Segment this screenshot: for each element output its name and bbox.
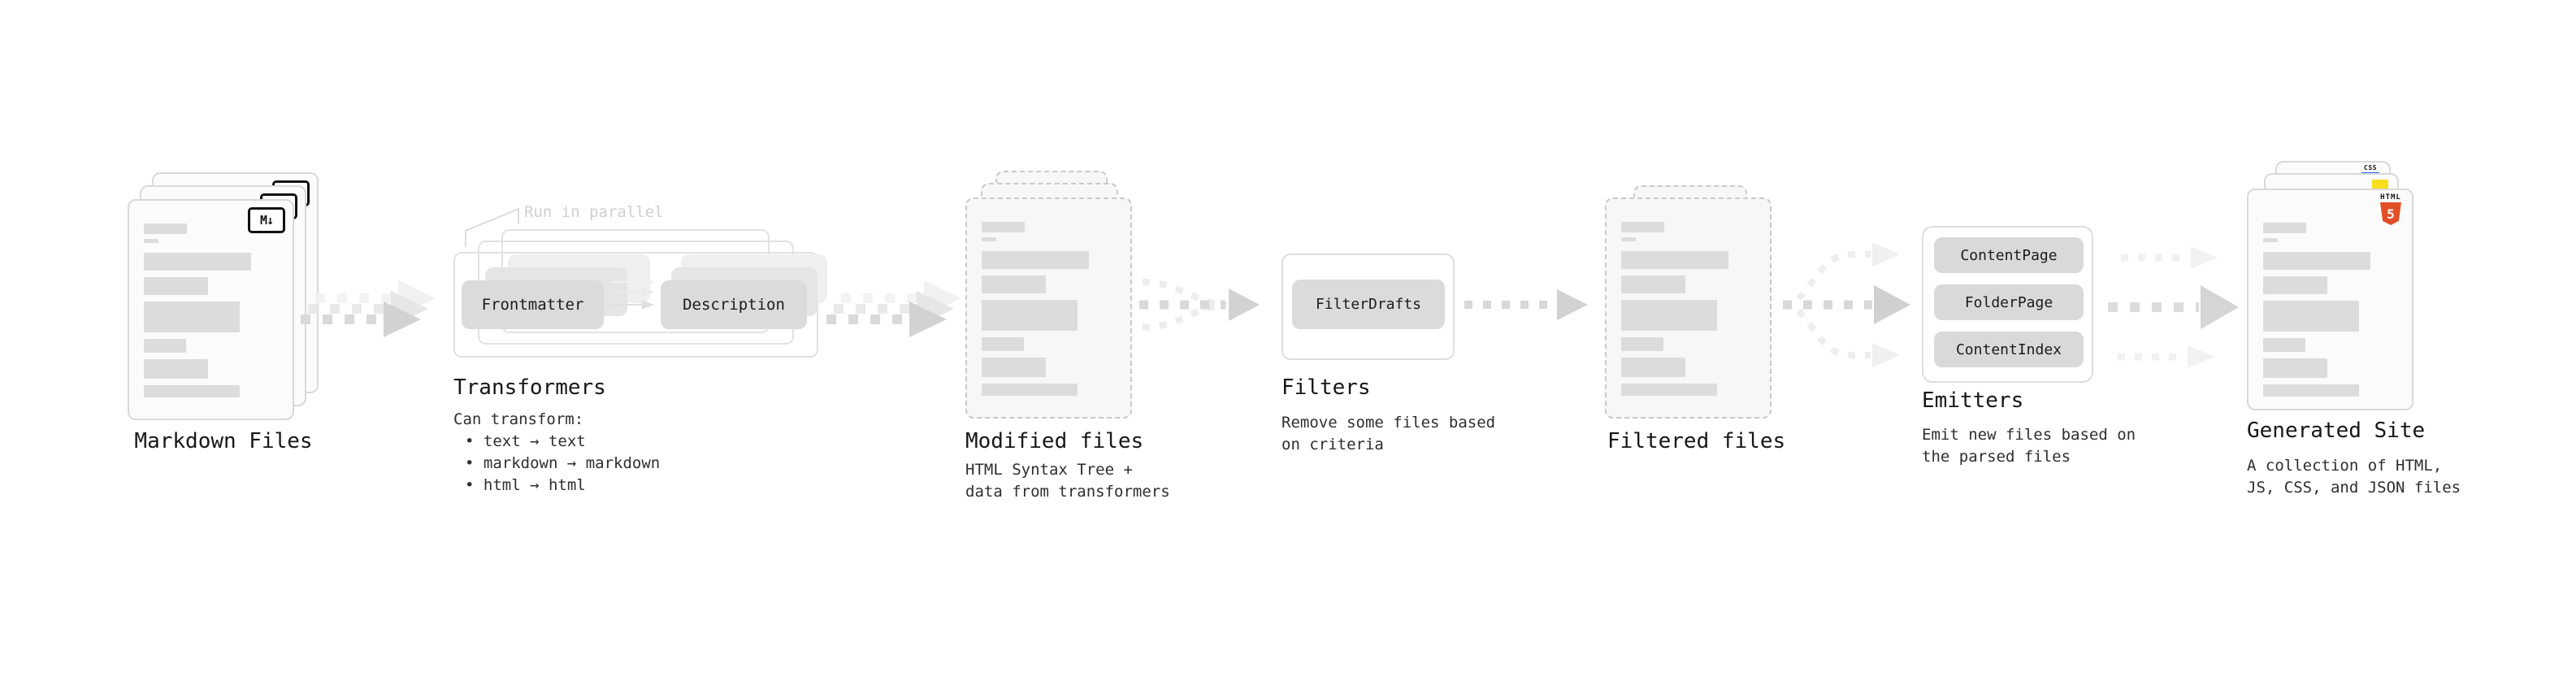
parallel-mini-arrows <box>611 277 655 310</box>
markdown-file-card-front: M↓ <box>128 199 294 420</box>
emitter-node-contentpage: ContentPage <box>1934 237 2084 273</box>
generated-site-desc-line2: JS, CSS, and JSON files <box>2247 479 2461 497</box>
arrow-markdown-to-transformers <box>301 280 436 337</box>
filtered-files-label: Filtered files <box>1607 429 1786 453</box>
transformer-node-description: Description <box>661 280 807 329</box>
emitter-node-folderpage: FolderPage <box>1934 284 2084 320</box>
emitters-label: Emitters <box>1922 388 2024 413</box>
modified-files-desc-line2: data from transformers <box>965 483 1170 501</box>
filters-label: Filters <box>1281 375 1371 400</box>
filter-node-filterdrafts: FilterDrafts <box>1292 280 1445 329</box>
arrow-transformers-to-modified <box>826 280 961 337</box>
document-text-skeleton <box>2263 223 2394 397</box>
filters-desc-line2: on criteria <box>1281 436 1384 453</box>
document-text-skeleton <box>144 223 275 397</box>
modified-files-label: Modified files <box>965 429 1144 453</box>
arrow-modified-to-filters <box>1139 279 1260 331</box>
generated-site-label: Generated Site <box>2247 419 2426 443</box>
generated-site-desc-line1: A collection of HTML, <box>2247 457 2443 475</box>
transformer-node-frontmatter: Frontmatter <box>462 280 604 329</box>
document-text-skeleton <box>982 222 1112 396</box>
transformers-desc-title: Can transform: <box>453 410 584 428</box>
arrow-filters-to-filtered <box>1464 289 1588 320</box>
js-icon <box>2372 180 2388 189</box>
modified-file-card-front <box>965 197 1132 419</box>
arrow-filtered-to-emitters <box>1782 242 1910 367</box>
site-file-card-html: HTML 5 <box>2247 189 2413 410</box>
run-in-parallel-note: Run in parallel <box>524 203 664 221</box>
transformers-bullet: • text → text <box>465 432 586 450</box>
emitters-desc-line2: the parsed files <box>1922 448 2071 466</box>
transformers-bullet: • html → html <box>465 476 586 494</box>
arrow-emitters-to-site <box>2108 246 2239 368</box>
markdown-files-label: Markdown Files <box>134 429 313 453</box>
markdown-icon: M↓ <box>248 207 285 233</box>
modified-files-desc-line1: HTML Syntax Tree + <box>965 461 1133 479</box>
run-in-parallel-callout-line <box>465 207 519 247</box>
emitters-desc-line1: Emit new files based on <box>1922 426 2136 444</box>
transformers-bullet: • markdown → markdown <box>465 454 661 472</box>
filtered-file-card-front <box>1605 197 1772 419</box>
transformers-frame-front <box>453 252 818 358</box>
html5-icon: HTML 5 <box>2376 193 2405 225</box>
filters-desc-line1: Remove some files based <box>1281 414 1496 432</box>
document-text-skeleton <box>1621 222 1752 396</box>
emitter-node-contentindex: ContentIndex <box>1934 332 2084 367</box>
transformers-label: Transformers <box>453 375 606 400</box>
